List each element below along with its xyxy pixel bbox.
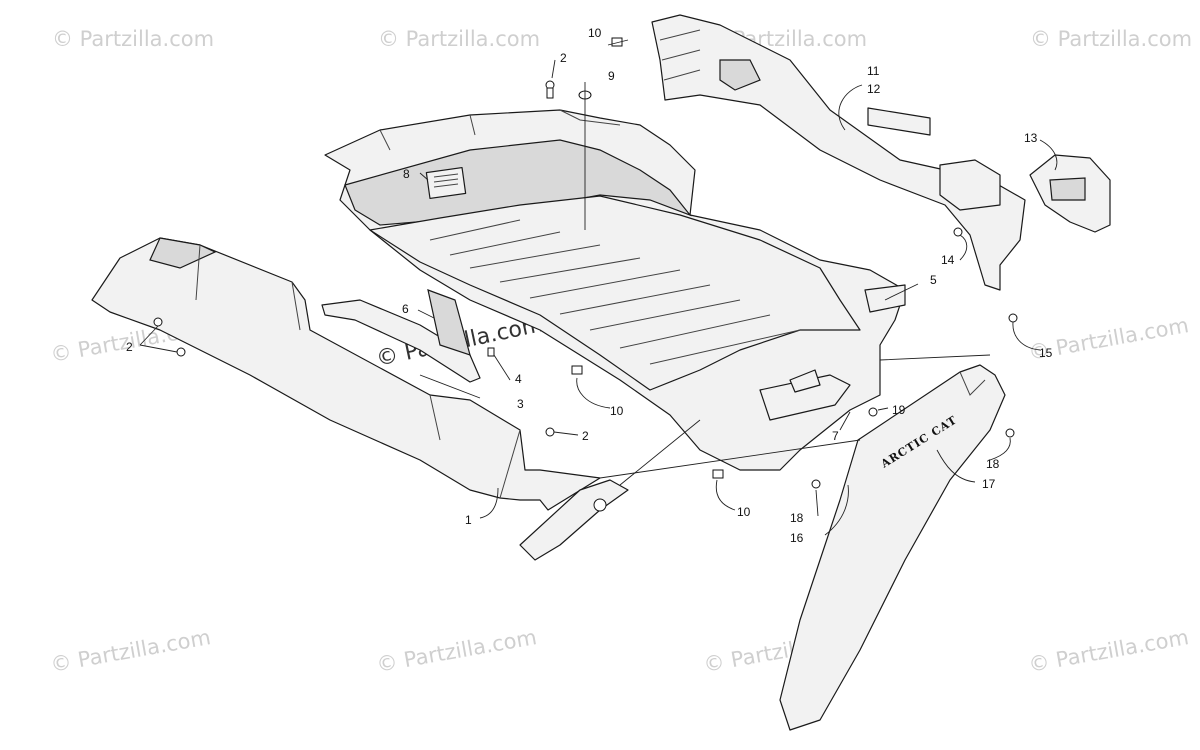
callout-2: 2: [560, 51, 567, 65]
callout-14: 14: [941, 253, 955, 267]
callout-10: 10: [610, 404, 624, 418]
part-3-bracket: [321, 299, 481, 383]
part-16-right-panel: ARCTIC CAT: [779, 364, 1006, 731]
callout-1: 1: [465, 513, 472, 527]
part-8-warning-label: [425, 167, 467, 199]
part-1-left-rail: [91, 237, 629, 561]
callout-4: 4: [515, 372, 522, 386]
callout-8: 8: [403, 167, 410, 181]
callout-18: 18: [986, 457, 1000, 471]
watermark: © Partzilla.com: [49, 625, 213, 677]
callout-2: 2: [582, 429, 589, 443]
cargo-bed: [324, 109, 906, 471]
callout-15: 15: [1039, 346, 1053, 360]
callout-10: 10: [737, 505, 751, 519]
part-12-decal: [867, 107, 931, 136]
part-10-clip: [611, 37, 623, 47]
callout-16: 16: [790, 531, 804, 545]
callout-13: 13: [1024, 131, 1038, 145]
part-11-right-rail: [651, 14, 1026, 291]
callout-9: 9: [608, 69, 615, 83]
leader-lines: [139, 39, 1058, 536]
callout-7: 7: [832, 429, 839, 443]
part-6-plate: [427, 289, 471, 356]
callout-19: 19: [892, 403, 906, 417]
hardware: [153, 37, 1018, 489]
callout-6: 6: [402, 302, 409, 316]
callout-10: 10: [588, 26, 602, 40]
watermark: © Partzilla.com: [378, 27, 540, 51]
watermark: © Partzilla.com: [1027, 625, 1191, 677]
callout-5: 5: [930, 273, 937, 287]
callout-18: 18: [790, 511, 804, 525]
callout-3: 3: [517, 397, 524, 411]
callout-12: 12: [867, 82, 881, 96]
watermark: © Partzilla.com: [52, 27, 214, 51]
callout-2: 2: [126, 340, 133, 354]
watermark: © Partzilla.com: [1030, 27, 1192, 51]
part-7-tailgate-latch: [759, 374, 851, 421]
callout-11: 11: [867, 64, 880, 78]
callout-17: 17: [982, 477, 996, 491]
watermark: © Partzilla.com: [375, 625, 539, 677]
part-13-tail-light: [1029, 154, 1111, 233]
callout-labels: 10 2 9 11 12 13 14 15 5 8 6 4 3 2 2 10 1…: [126, 26, 1053, 545]
